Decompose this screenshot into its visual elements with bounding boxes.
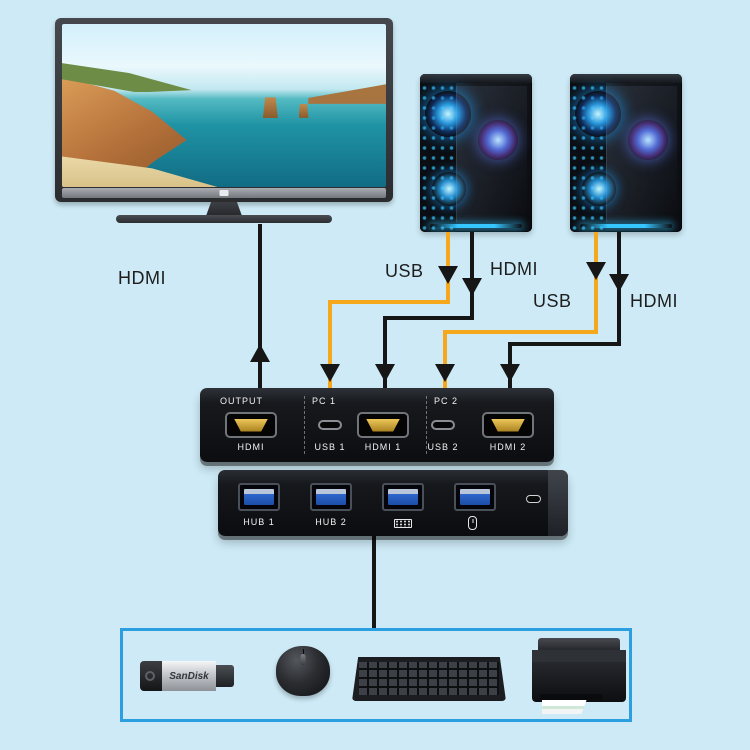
tv-monitor bbox=[55, 18, 393, 230]
flash-drive-body: SanDisk bbox=[162, 661, 216, 691]
section-divider bbox=[426, 396, 427, 454]
hdmi-output-port-label: HDMI bbox=[237, 442, 265, 452]
usb-connector-icon bbox=[316, 489, 346, 505]
arrow-down-icon bbox=[462, 278, 482, 296]
pc-bottom-glow bbox=[580, 224, 672, 228]
output-section-label: OUTPUT bbox=[220, 396, 263, 406]
kvm-switch-front-hub: HUB 1 HUB 2 bbox=[218, 470, 568, 536]
usb-a-port-4 bbox=[454, 483, 496, 511]
cable-hub-peripherals bbox=[372, 536, 376, 628]
cable-pc2-hdmi bbox=[508, 342, 621, 346]
usb-connector-icon bbox=[244, 489, 274, 505]
mouse-icon bbox=[468, 516, 477, 530]
hdmi-output-port bbox=[225, 412, 277, 438]
usb1-port-label: USB 1 bbox=[314, 442, 346, 452]
rgb-fan-icon bbox=[628, 120, 668, 160]
arrow-down-icon bbox=[609, 274, 629, 292]
hub-side-panel bbox=[548, 470, 568, 536]
rgb-fan-icon bbox=[575, 91, 621, 137]
cable-label-pc2-usb: USB bbox=[533, 291, 572, 311]
cable-pc2-usb bbox=[443, 330, 447, 388]
printer-scanner-lid bbox=[538, 638, 620, 650]
rgb-fan-icon bbox=[478, 120, 518, 160]
hdmi2-port-label: HDMI 2 bbox=[489, 442, 527, 452]
cable-pc2-usb bbox=[443, 330, 598, 334]
computer-keyboard bbox=[352, 657, 506, 701]
arrow-down-icon bbox=[500, 364, 520, 382]
usb-a-port-1 bbox=[238, 483, 280, 511]
arrow-up-icon bbox=[250, 344, 270, 362]
pc2-section-label: PC 2 bbox=[434, 396, 459, 406]
printer-body bbox=[532, 662, 626, 714]
rgb-fan-icon bbox=[582, 172, 616, 206]
hdmi-input-port-2 bbox=[482, 412, 534, 438]
arrow-down-icon bbox=[375, 364, 395, 382]
pc-bottom-glow bbox=[430, 224, 522, 228]
printer-output-paper bbox=[542, 696, 588, 714]
usb-a-port-3 bbox=[382, 483, 424, 511]
pc-top-panel bbox=[570, 74, 682, 83]
pc-top-panel bbox=[420, 74, 532, 83]
usb-a-port-2 bbox=[310, 483, 352, 511]
power-port bbox=[526, 495, 541, 503]
printer-tray bbox=[540, 694, 602, 700]
computer-mouse bbox=[276, 646, 330, 696]
pc1-section-label: PC 1 bbox=[312, 396, 337, 406]
rgb-fan-icon bbox=[432, 172, 466, 206]
arrow-down-icon bbox=[320, 364, 340, 382]
usb-c-port-2 bbox=[431, 420, 455, 430]
tv-brand-logo bbox=[219, 190, 229, 196]
hub1-port-label: HUB 1 bbox=[243, 517, 275, 527]
cable-label-pc2-hdmi: HDMI bbox=[630, 291, 678, 311]
mouse-scroll-wheel bbox=[300, 654, 306, 665]
cable-monitor-hdmi bbox=[258, 224, 262, 388]
cable-pc1-hdmi bbox=[383, 316, 387, 388]
pc-tower-1 bbox=[420, 74, 532, 232]
cable-pc1-usb bbox=[328, 300, 450, 304]
usb-connector-icon bbox=[460, 489, 490, 505]
keyboard-keys bbox=[359, 662, 499, 695]
photo-rock-stack bbox=[262, 97, 278, 119]
peripherals-box bbox=[120, 628, 632, 722]
kvm-switch-rear: OUTPUT HDMI PC 1 USB 1 HDMI 1 PC 2 USB 2… bbox=[200, 388, 554, 462]
photo-distant-cliff bbox=[308, 84, 386, 104]
flash-drive-brand: SanDisk bbox=[169, 670, 209, 682]
cable-pc1-hdmi bbox=[470, 232, 474, 320]
hub2-port-label: HUB 2 bbox=[315, 517, 347, 527]
hdmi-input-port-1 bbox=[357, 412, 409, 438]
usb-c-port-1 bbox=[318, 420, 342, 430]
arrow-down-icon bbox=[586, 262, 606, 280]
hdmi-connector-icon bbox=[234, 418, 268, 432]
tv-stand-neck bbox=[206, 202, 242, 216]
cable-label-pc1-hdmi: HDMI bbox=[490, 259, 538, 279]
usb2-port-label: USB 2 bbox=[427, 442, 459, 452]
cable-label-monitor-hdmi: HDMI bbox=[118, 268, 166, 288]
tv-stand-base bbox=[116, 215, 332, 223]
hdmi-connector-icon bbox=[491, 418, 525, 432]
flash-drive-cap bbox=[140, 661, 162, 691]
cable-pc1-hdmi bbox=[383, 316, 474, 320]
hdmi-connector-icon bbox=[366, 418, 400, 432]
arrow-down-icon bbox=[435, 364, 455, 382]
flash-drive-loop-hole bbox=[145, 671, 155, 681]
usb-flash-drive: SanDisk bbox=[140, 661, 234, 691]
cable-pc1-usb bbox=[328, 300, 332, 388]
printer bbox=[532, 638, 626, 714]
cable-label-pc1-usb: USB bbox=[385, 261, 424, 281]
arrow-down-icon bbox=[438, 266, 458, 284]
hdmi1-port-label: HDMI 1 bbox=[364, 442, 402, 452]
tv-screen bbox=[62, 24, 386, 187]
tv-frame bbox=[55, 18, 393, 202]
cable-pc2-usb bbox=[594, 232, 598, 334]
usb-connector-icon bbox=[388, 489, 418, 505]
printer-control-panel bbox=[532, 650, 626, 672]
pc-tower-2 bbox=[570, 74, 682, 232]
flash-drive-connector bbox=[216, 665, 234, 687]
rgb-fan-icon bbox=[425, 91, 471, 137]
section-divider bbox=[304, 396, 305, 454]
photo-rock-stack bbox=[298, 103, 309, 118]
keyboard-icon bbox=[394, 519, 412, 528]
tv-bottom-bezel bbox=[62, 188, 386, 198]
